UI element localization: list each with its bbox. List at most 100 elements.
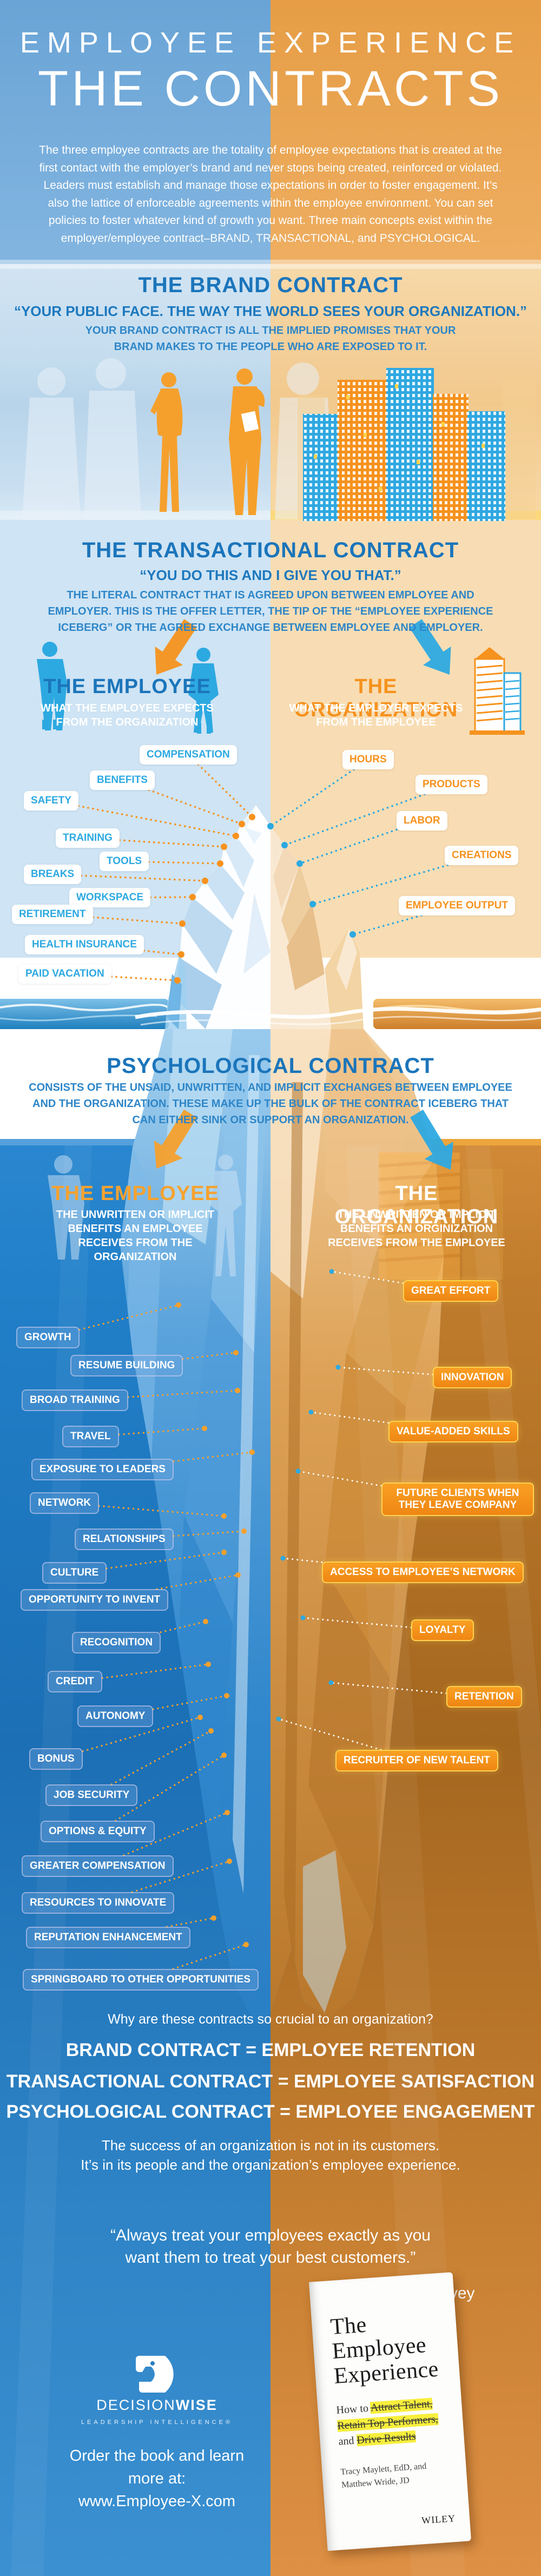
connector-line: [143, 950, 182, 956]
connector-line: [310, 1411, 390, 1424]
connector-dot: [202, 878, 208, 884]
label-benefits: BENEFITS: [90, 770, 155, 790]
connector-line: [172, 1943, 247, 1970]
connector-dot: [328, 1680, 334, 1685]
connector-dot: [249, 814, 255, 820]
connector-line: [92, 916, 183, 925]
connector-dot: [197, 1715, 203, 1720]
connector-dot: [235, 1572, 241, 1578]
people-silhouettes-icon: [150, 368, 265, 515]
label-exposure-to-leaders: EXPOSURE TO LEADERS: [31, 1459, 174, 1480]
order-text: Order the book and learn more at: www.Em…: [35, 2445, 279, 2513]
covey-quote: “Always treat your employees exactly as …: [110, 2226, 431, 2267]
book-title: The Employee Experience: [329, 2308, 448, 2389]
connector-dot: [300, 1615, 306, 1620]
connector-dot: [249, 1450, 255, 1455]
label-workspace: WORKSPACE: [69, 888, 151, 907]
connector-line: [149, 896, 194, 899]
connector-line: [278, 1718, 382, 1751]
brand-contract-heading: THE BRAND CONTRACT: [138, 273, 403, 297]
transactional-organization-subtitle: WHAT THE EMPLOYER EXPECTS FROM THE EMPLO…: [289, 702, 463, 728]
connector-dot: [276, 1716, 281, 1722]
connector-dot: [221, 1513, 227, 1519]
connector-line: [269, 768, 355, 827]
underwater-building: [378, 1152, 503, 1280]
label-future-clients-when-they-leave-company: FUTURE CLIENTS WHEN THEY LEAVE COMPANY: [381, 1483, 534, 1516]
label-job-security: JOB SECURITY: [45, 1784, 138, 1806]
connector-line: [302, 1617, 412, 1629]
transactional-employee-heading: THE EMPLOYEE: [43, 675, 211, 698]
summary-equation-psychological: PSYCHOLOGICAL CONTRACT = EMPLOYEE ENGAGE…: [6, 2101, 535, 2122]
order-url[interactable]: www.Employee-X.com: [78, 2493, 236, 2511]
iceberg-tip: [165, 805, 364, 1029]
connector-dot: [221, 844, 227, 850]
page-title-line1: EMPLOYEE EXPERIENCE: [19, 27, 522, 59]
label-employee-output: EMPLOYEE OUTPUT: [399, 896, 515, 915]
connector-dot: [202, 1426, 207, 1431]
employee-silhouettes-icon: [37, 642, 219, 734]
connector-dot: [179, 920, 186, 927]
connector-dot: [211, 1915, 216, 1921]
top-left-background: [0, 0, 270, 264]
transactional-contract-quote: “YOU DO THIS AND I GIVE YOU THAT.”: [140, 567, 401, 583]
arrow-psychological-left-icon: [154, 1109, 197, 1169]
label-resume-building: RESUME BUILDING: [70, 1355, 183, 1376]
order-line1: Order the book and learn: [69, 2447, 245, 2465]
connector-dot: [308, 1409, 314, 1415]
psychological-organization-heading: THE ORGANIZATION: [334, 1182, 499, 1228]
light-rays: [11, 1145, 541, 2576]
label-training: TRAINING: [56, 828, 120, 848]
summary-question: Why are these contracts so crucial to an…: [108, 2012, 433, 2027]
label-hours: HOURS: [342, 750, 394, 769]
label-retention: RETENTION: [446, 1686, 522, 1708]
label-credit: CREDIT: [48, 1671, 102, 1692]
divider-band: [0, 260, 541, 269]
connector-line: [182, 1352, 237, 1360]
connector-line: [297, 1470, 382, 1487]
connector-line: [330, 1682, 447, 1695]
label-creations: CREATIONS: [445, 846, 519, 865]
psychological-contract-description: CONSISTS OF THE UNSAID, UNWRITTEN, AND I…: [29, 1082, 512, 1126]
label-bonus: BONUS: [29, 1748, 83, 1770]
connector-dot: [243, 1942, 249, 1947]
connector-dot: [309, 901, 316, 907]
book-publisher: WILEY: [421, 2513, 456, 2526]
label-value-added-skills: VALUE-ADDED SKILLS: [388, 1421, 518, 1442]
summary-equation-brand: BRAND CONTRACT = EMPLOYEE RETENTION: [65, 2040, 476, 2060]
label-culture: CULTURE: [42, 1562, 107, 1584]
book-publisher-row: WILEY: [326, 2509, 469, 2526]
connector-line: [282, 1557, 323, 1563]
connector-dot: [206, 1662, 211, 1667]
iceberg-underwater: [120, 1007, 541, 2024]
intro-paragraph: The three employee contracts are the tot…: [39, 144, 502, 245]
label-travel: TRAVEL: [62, 1426, 119, 1447]
connector-dot: [208, 1728, 214, 1734]
decisionwise-logo-name: DECISIONWISE: [49, 2397, 265, 2414]
summary-equation-transactional: TRANSACTIONAL CONTRACT = EMPLOYEE SATISF…: [6, 2071, 535, 2092]
label-compensation: COMPENSATION: [140, 745, 237, 765]
page-title-line2: THE CONTRACTS: [38, 61, 503, 116]
label-health-insurance: HEALTH INSURANCE: [25, 935, 144, 954]
arrow-transactional-right-icon: [409, 619, 451, 675]
transactional-right-background: [270, 519, 541, 958]
underwater-silhouettes: [48, 1155, 242, 1276]
book-subtitle: How to Attract Talent, Retain Top Perfor…: [336, 2395, 453, 2449]
connector-dot: [349, 931, 356, 938]
connector-line: [114, 1754, 225, 1822]
connector-line: [118, 839, 225, 848]
connector-dot: [239, 821, 245, 827]
label-springboard-to-other-opportunities: SPRINGBOARD TO OTHER OPPORTUNITIES: [23, 1969, 259, 1991]
book-subtitle-plain2: and: [338, 2434, 358, 2448]
connector-dot: [241, 1529, 247, 1534]
connector-line: [352, 914, 423, 935]
book-subtitle-highlight1: Attract Talent,: [370, 2397, 433, 2414]
logo-name-bold: WISE: [175, 2397, 217, 2413]
connector-dot: [217, 860, 223, 867]
label-retirement: RETIREMENT: [12, 905, 93, 924]
connector-line: [148, 861, 221, 865]
top-right-background: [270, 0, 541, 264]
connector-dot: [329, 1269, 334, 1274]
connector-line: [156, 1574, 239, 1590]
